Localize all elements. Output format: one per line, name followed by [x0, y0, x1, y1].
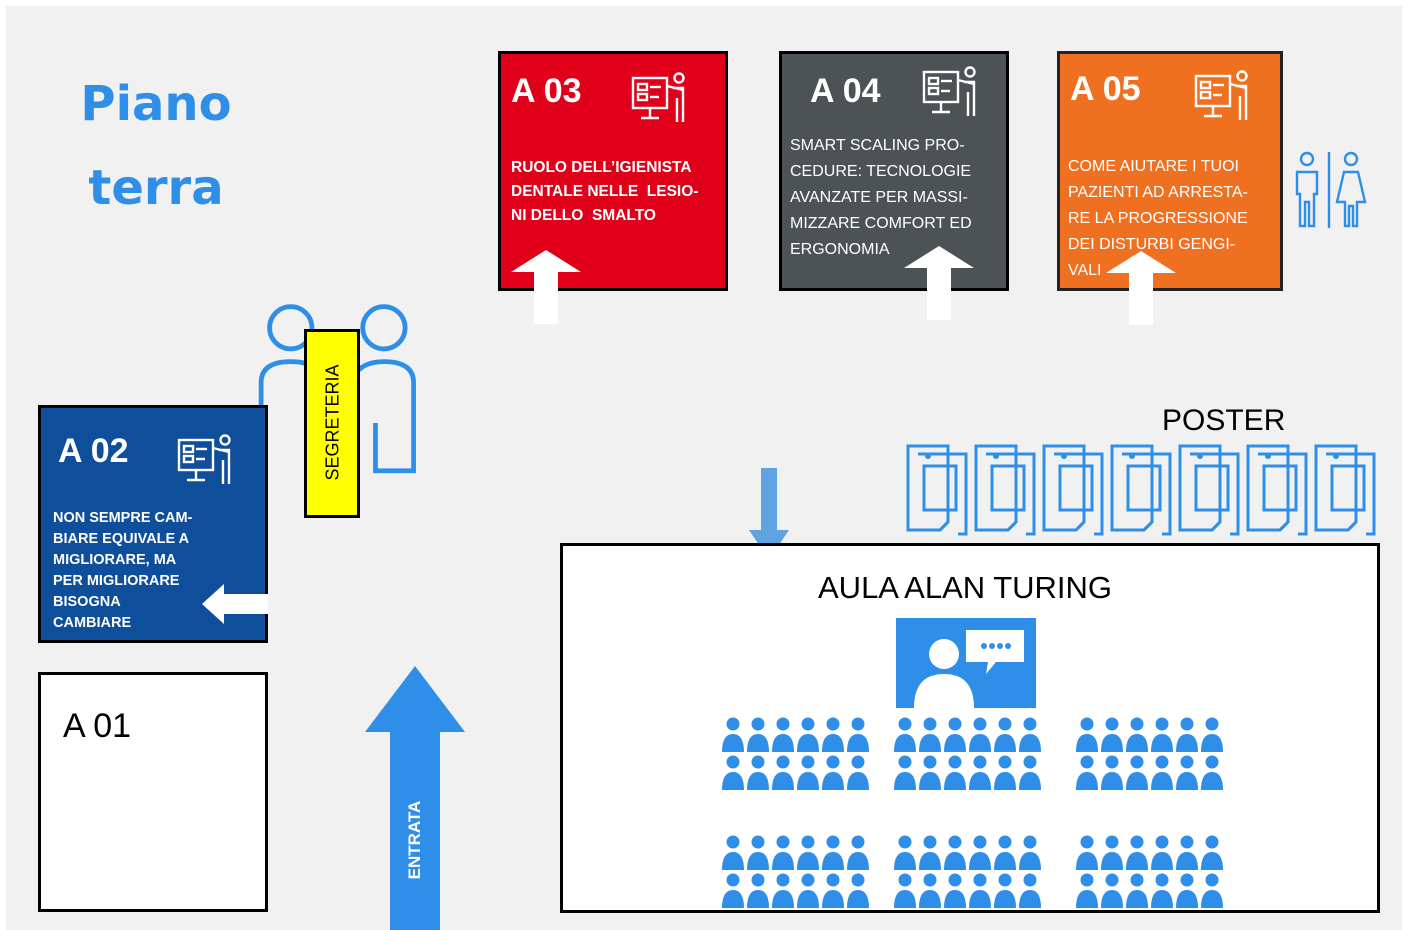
- arrow-left-icon: [202, 584, 268, 624]
- audience-area: [563, 716, 1383, 916]
- poster-icon: [1314, 444, 1376, 536]
- arrow-down-icon: [749, 468, 789, 560]
- room-a03-description: RUOLO DELL’IGIENISTA DENTALE NELLE LESIO…: [511, 159, 699, 224]
- poster-icon: [1042, 444, 1104, 536]
- room-a04-code: A 04: [810, 72, 881, 110]
- presentation-board-icon: [1194, 70, 1248, 120]
- speaker-icon: [896, 618, 1036, 708]
- restroom-icon: [1295, 151, 1367, 228]
- room-a05-code: A 05: [1070, 70, 1141, 108]
- room-a02-description: NON SEMPRE CAM- BIARE EQUIVALE A MIGLIOR…: [53, 510, 193, 631]
- arrow-up-icon: [511, 250, 581, 324]
- floor-plan: Piano terra A 03 RUOLO DELL’IGIENISTA DE…: [6, 6, 1402, 930]
- audience-icon: [1076, 835, 1223, 908]
- entrance-arrow[interactable]: [365, 666, 465, 930]
- poster-icon: [1178, 444, 1240, 536]
- aula-alan-turing[interactable]: AULA ALAN TURING: [560, 543, 1380, 913]
- poster-icon: [1246, 444, 1308, 536]
- presentation-board-icon: [177, 434, 231, 484]
- room-a04-description: SMART SCALING PRO- CEDURE: TECNOLOGIE AV…: [790, 137, 972, 258]
- poster-row: [904, 442, 1384, 538]
- room-a04[interactable]: A 04 SMART SCALING PRO- CEDURE: TECNOLOG…: [779, 51, 1009, 291]
- room-a03-code: A 03: [511, 72, 582, 110]
- floor-title-line1: Piano: [80, 76, 232, 132]
- room-a05-description: COME AIUTARE I TUOI PAZIENTI AD ARRESTA-…: [1068, 158, 1248, 279]
- audience-icon: [722, 835, 869, 908]
- audience-icon: [722, 717, 869, 790]
- poster-icon: [974, 444, 1036, 536]
- floor-title-line2: terra: [88, 160, 224, 216]
- room-a01-code: A 01: [63, 707, 132, 745]
- arrow-up-icon: [1106, 251, 1176, 325]
- audience-icon: [894, 717, 1041, 790]
- aula-label: AULA ALAN TURING: [818, 570, 1113, 605]
- audience-icon: [1076, 717, 1223, 790]
- presentation-board-icon: [631, 72, 685, 122]
- segreteria-desk[interactable]: SEGRETERIA: [304, 329, 360, 518]
- room-a02[interactable]: A 02 NON SEMPRE CAM- BIARE EQUIVALE A MI…: [38, 405, 268, 643]
- arrow-up-icon: [904, 246, 974, 320]
- entrance-label: ENTRATA: [405, 800, 424, 880]
- audience-icon: [894, 835, 1041, 908]
- segreteria-label: SEGRETERIA: [322, 364, 343, 481]
- poster-icon: [1110, 444, 1172, 536]
- room-a05[interactable]: A 05 COME AIUTARE I TUOI PAZIENTI AD ARR…: [1057, 51, 1283, 291]
- room-a01[interactable]: A 01: [38, 672, 268, 912]
- poster-label: POSTER: [1162, 404, 1286, 437]
- room-a03[interactable]: A 03 RUOLO DELL’IGIENISTA DENTALE NELLE …: [498, 51, 728, 291]
- room-a02-code: A 02: [58, 432, 129, 470]
- presentation-board-icon: [922, 66, 976, 116]
- poster-icon: [906, 444, 968, 536]
- floor-title: Piano terra: [56, 62, 256, 230]
